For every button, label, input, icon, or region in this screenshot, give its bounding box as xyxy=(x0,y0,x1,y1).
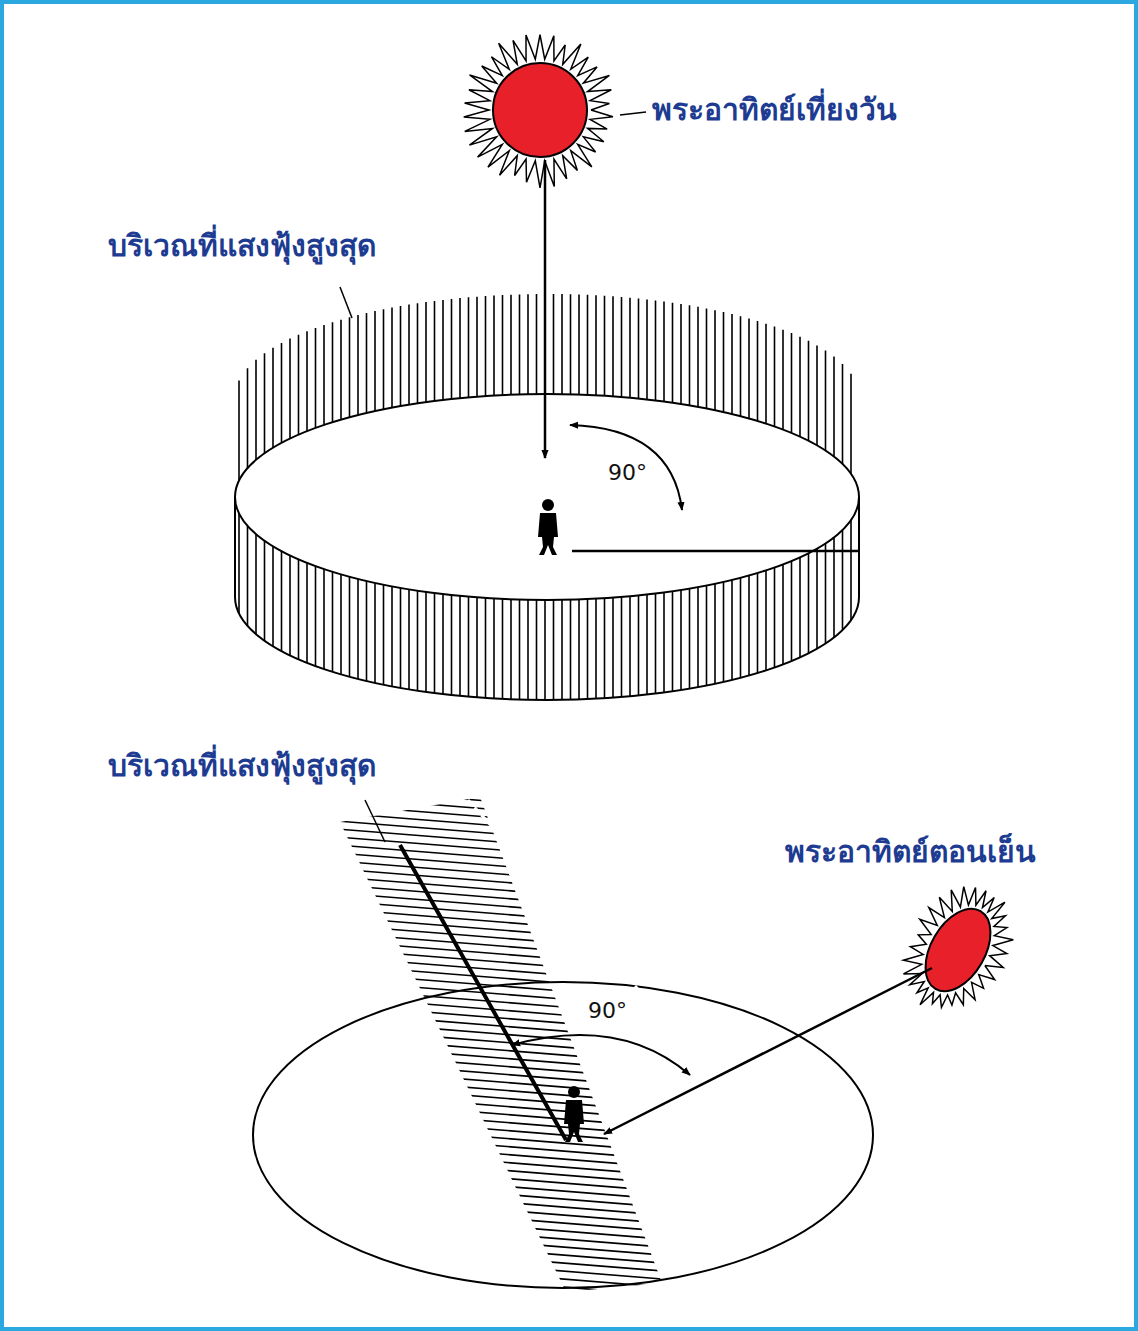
ray-zigzag xyxy=(464,35,613,188)
noon-sun xyxy=(493,63,587,157)
horizon-line xyxy=(572,550,860,553)
glow-band-hatching xyxy=(300,770,700,1331)
band-gap xyxy=(468,800,652,1005)
sun-rays xyxy=(903,887,1013,1008)
region-label: บริเวณที่แสงฟุ้งสูงสุด xyxy=(108,228,376,264)
hatch-lines xyxy=(300,770,700,1331)
evening-sun xyxy=(912,898,1004,1003)
observer-figure xyxy=(564,1086,584,1142)
sun-rays xyxy=(464,35,613,188)
region-label: บริเวณที่แสงฟุ้งสูงสุด xyxy=(108,748,376,784)
angle-label: 90° xyxy=(605,460,650,486)
ray-zigzag xyxy=(903,887,1013,1008)
cylinder-rim xyxy=(235,497,859,700)
horizon-ellipse xyxy=(235,394,859,600)
sun-label: พระอาทิตย์เที่ยงวัน xyxy=(652,92,897,128)
leader-line xyxy=(365,800,385,842)
perpendicular-line xyxy=(400,845,566,1140)
angle-arc xyxy=(570,425,682,510)
angle-label: 90° xyxy=(585,998,630,1024)
sun-ray-arrow xyxy=(544,160,547,458)
leader-line xyxy=(340,287,352,318)
sun-label: พระอาทิตย์ตอนเย็น xyxy=(785,834,1036,870)
leader-line xyxy=(620,112,646,115)
observer-figure xyxy=(538,499,558,555)
angle-arc xyxy=(512,1035,690,1075)
